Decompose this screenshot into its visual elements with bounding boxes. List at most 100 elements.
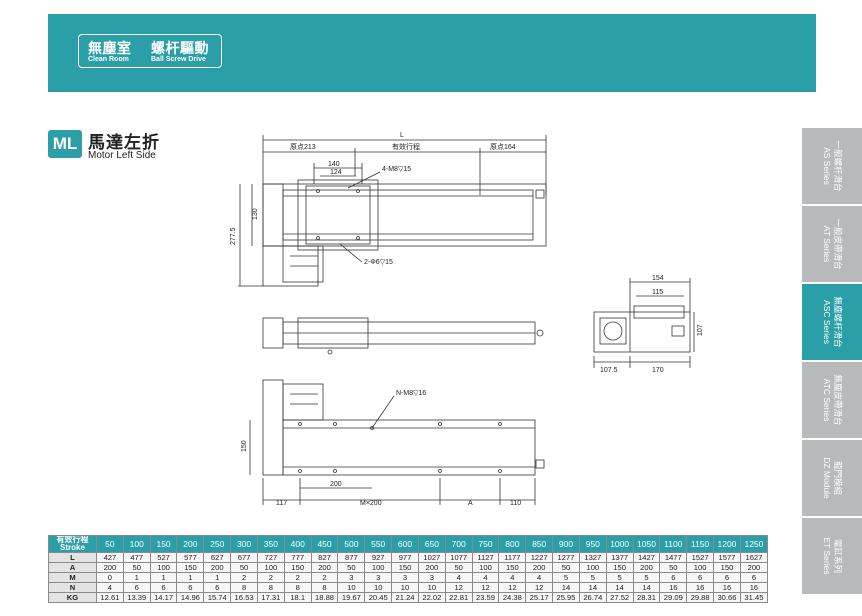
table-cell: 727 bbox=[256, 552, 285, 563]
table-cell: 1177 bbox=[498, 552, 527, 563]
table-cell: 18.1 bbox=[283, 592, 312, 603]
table-cell: 13.39 bbox=[122, 592, 151, 603]
table-cell: 200 bbox=[739, 562, 769, 573]
table-cell: 4 bbox=[525, 572, 554, 583]
dim-150: 150 bbox=[241, 440, 248, 452]
hole-callout-4: 4-M8▽15 bbox=[382, 166, 411, 173]
table-cell: 1027 bbox=[417, 552, 446, 563]
dim-170: 170 bbox=[652, 367, 664, 374]
dim-origin-right: 原点164 bbox=[490, 143, 516, 151]
stroke-col: 1150 bbox=[686, 535, 715, 553]
section-code: ML bbox=[48, 130, 82, 158]
stroke-col: 900 bbox=[552, 535, 580, 553]
table-cell: 29.88 bbox=[686, 592, 715, 603]
table-cell: 2 bbox=[310, 572, 339, 583]
table-cell: 17.31 bbox=[256, 592, 285, 603]
table-cell: 15.74 bbox=[203, 592, 232, 603]
table-cell: 12 bbox=[471, 582, 500, 593]
table-cell: 200 bbox=[203, 562, 232, 573]
table-cell: 22.81 bbox=[444, 592, 473, 603]
table-cell: 577 bbox=[176, 552, 205, 563]
table-cell: 200 bbox=[525, 562, 554, 573]
dim-effective-stroke: 有效行程 bbox=[392, 142, 420, 151]
table-cell: 3 bbox=[391, 572, 419, 583]
table-cell: 8 bbox=[256, 582, 285, 593]
table-cell: 1 bbox=[176, 572, 205, 583]
dim-200: 200 bbox=[330, 481, 342, 488]
table-cell: 3 bbox=[337, 572, 366, 583]
table-cell: 50 bbox=[122, 562, 151, 573]
table-cell: 4 bbox=[444, 572, 473, 583]
stroke-col: 200 bbox=[176, 535, 205, 553]
table-cell: 30.66 bbox=[713, 592, 741, 603]
table-cell: 200 bbox=[417, 562, 446, 573]
table-cell: 1577 bbox=[713, 552, 741, 563]
table-cell: 2 bbox=[256, 572, 285, 583]
table-cell: 5 bbox=[605, 572, 634, 583]
dim-277-5: 277.5 bbox=[230, 227, 237, 245]
table-cell: 6 bbox=[686, 572, 715, 583]
dim-140: 140 bbox=[328, 161, 340, 168]
stroke-col: 300 bbox=[230, 535, 258, 553]
stroke-col: 250 bbox=[203, 535, 232, 553]
table-cell: 14 bbox=[578, 582, 607, 593]
table-cell: 29.09 bbox=[659, 592, 688, 603]
table-cell: 31.45 bbox=[739, 592, 769, 603]
table-cell: 427 bbox=[96, 552, 124, 563]
row-label: KG bbox=[48, 592, 97, 603]
table-cell: 100 bbox=[364, 562, 393, 573]
table-cell: 27.52 bbox=[605, 592, 634, 603]
table-cell: 1 bbox=[122, 572, 151, 583]
table-cell: 150 bbox=[605, 562, 634, 573]
dim-130: 130 bbox=[252, 208, 259, 220]
row-label: M bbox=[48, 572, 97, 583]
table-cell: 14 bbox=[632, 582, 661, 593]
table-cell: 12.61 bbox=[96, 592, 124, 603]
dim-A: A bbox=[468, 500, 473, 507]
table-cell: 1377 bbox=[605, 552, 634, 563]
table-cell: 14 bbox=[552, 582, 580, 593]
table-cell: 1127 bbox=[471, 552, 500, 563]
table-cell: 0 bbox=[96, 572, 124, 583]
table-cell: 10 bbox=[364, 582, 393, 593]
table-cell: 14 bbox=[605, 582, 634, 593]
table-cell: 150 bbox=[713, 562, 741, 573]
table-cell: 6 bbox=[713, 572, 741, 583]
category-ball-screw: 螺杆驅動 bbox=[151, 40, 209, 56]
table-cell: 4 bbox=[96, 582, 124, 593]
table-cell: 1277 bbox=[552, 552, 580, 563]
stroke-col: 750 bbox=[471, 535, 500, 553]
table-cell: 100 bbox=[578, 562, 607, 573]
row-label: A bbox=[48, 562, 97, 573]
category-badge: 無塵室 螺杆驅動 Clean Room Ball Screw Drive bbox=[78, 34, 222, 68]
dim-M200: M×200 bbox=[360, 500, 382, 507]
table-cell: 12 bbox=[444, 582, 473, 593]
table-cell: 1 bbox=[203, 572, 232, 583]
table-cell: 50 bbox=[659, 562, 688, 573]
table-cell: 1427 bbox=[632, 552, 661, 563]
table-cell: 5 bbox=[552, 572, 580, 583]
table-cell: 8 bbox=[283, 582, 312, 593]
table-cell: 1327 bbox=[578, 552, 607, 563]
table-cell: 200 bbox=[310, 562, 339, 573]
row-label: L bbox=[48, 552, 97, 563]
table-cell: 8 bbox=[230, 582, 258, 593]
dim-110: 110 bbox=[510, 500, 521, 507]
table-cell: 6 bbox=[203, 582, 232, 593]
stroke-col: 350 bbox=[256, 535, 285, 553]
stroke-col: 800 bbox=[498, 535, 527, 553]
stroke-col: 150 bbox=[149, 535, 178, 553]
table-cell: 100 bbox=[686, 562, 715, 573]
table-cell: 24.38 bbox=[498, 592, 527, 603]
table-cell: 1 bbox=[149, 572, 178, 583]
table-cell: 4 bbox=[471, 572, 500, 583]
table-cell: 1227 bbox=[525, 552, 554, 563]
